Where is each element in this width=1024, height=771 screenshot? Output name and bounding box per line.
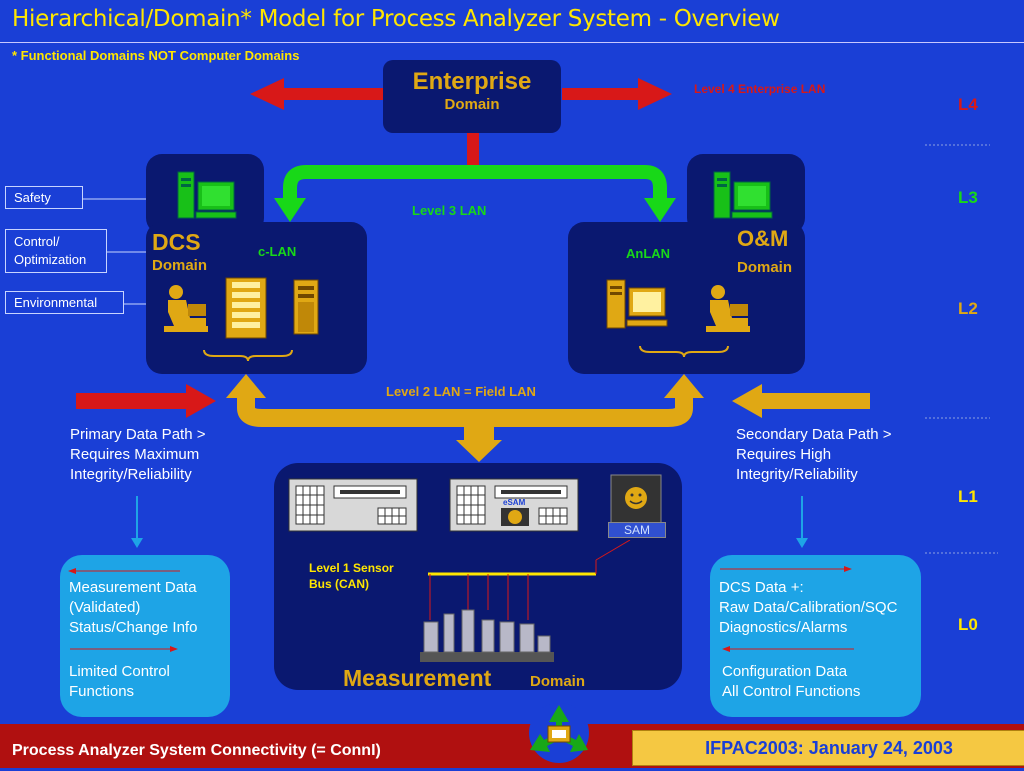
right-info-line4: Configuration Data — [722, 663, 848, 680]
clan-label: c-LAN — [258, 244, 297, 259]
enterprise-red-arrows — [250, 78, 672, 168]
workstation-icon — [174, 170, 238, 227]
level4-lan-label: Level 4 Enterprise LAN — [694, 82, 826, 96]
operator-icon — [160, 282, 210, 339]
primary-path-arrow — [76, 384, 216, 418]
slide-title: Hierarchical/Domain* Model for Process A… — [12, 6, 780, 32]
sensor-bus-line1: Level 1 Sensor — [309, 561, 394, 575]
level-l2: L2 — [958, 299, 978, 318]
left-info-line3: Status/Change Info — [69, 619, 198, 636]
slide-subtitle: * Functional Domains NOT Computer Domain… — [12, 48, 300, 63]
measurement-domain-label: Domain — [530, 673, 586, 690]
sensor-bus-graphic — [420, 540, 631, 662]
level3-green-arrow — [283, 165, 667, 200]
dcs-title: DCS — [152, 229, 201, 255]
recycle-logo-icon — [522, 700, 596, 771]
right-info-line3: Diagnostics/Alarms — [719, 619, 848, 636]
left-info-line5: Functions — [69, 683, 135, 700]
left-info-line1: Measurement Data — [69, 579, 197, 596]
left-info-text: Measurement Data (Validated) Status/Chan… — [69, 578, 197, 702]
om-title: O&M — [737, 226, 789, 251]
enterprise-title: Enterprise — [412, 68, 532, 95]
level-l0: L0 — [958, 615, 978, 634]
measurement-title: Measurement — [343, 665, 492, 691]
om-domain-label: Domain — [737, 259, 793, 276]
level-l3: L3 — [958, 188, 978, 207]
sam-label: SAM — [608, 522, 666, 538]
level-l1: L1 — [958, 487, 978, 506]
level3-lan-label: Level 3 LAN — [412, 203, 487, 218]
primary-path-line2: Requires Maximum — [70, 446, 200, 463]
sensor-bus-line2: Bus (CAN) — [309, 577, 369, 591]
level2-lan-label: Level 2 LAN = Field LAN — [386, 384, 536, 399]
right-info-line2: Raw Data/Calibration/SQC — [719, 599, 898, 616]
footer-left-text: Process Analyzer System Connectivity (= … — [12, 742, 381, 759]
primary-path-line3: Integrity/Reliability — [70, 466, 192, 483]
esam-label: eSAM — [503, 498, 526, 507]
footer-date-text: IFPAC2003: January 24, 2003 — [705, 738, 953, 758]
server-rack-icon — [224, 276, 268, 345]
control-label-line1: Control/ — [14, 234, 60, 249]
left-info-arrows — [68, 568, 180, 652]
secondary-path-arrow — [732, 384, 870, 418]
sensor-bus-label: Level 1 Sensor Bus (CAN) — [309, 560, 394, 592]
analyzer-panel-esam — [449, 478, 579, 537]
primary-path-text: Primary Data Path > Requires Maximum Int… — [70, 425, 205, 485]
enterprise-domain-label: Domain — [444, 96, 500, 113]
environmental-label: Environmental — [5, 291, 124, 314]
primary-path-line1: Primary Data Path > — [70, 426, 206, 443]
om-brace — [639, 345, 729, 358]
right-info-arrows — [720, 566, 854, 652]
right-info-line5: All Control Functions — [722, 683, 861, 700]
om-workstation-icon — [710, 170, 774, 227]
secondary-path-text: Secondary Data Path > Requires High Inte… — [736, 425, 892, 485]
secondary-path-line3: Integrity/Reliability — [736, 466, 858, 483]
tower-server-icon — [292, 278, 320, 341]
secondary-path-line2: Requires High — [736, 446, 832, 463]
analyzer-panel-1 — [288, 478, 418, 537]
right-info-line1: DCS Data +: — [719, 579, 804, 596]
pc-workstation-icon — [603, 278, 669, 337]
left-info-line2: (Validated) — [69, 599, 141, 616]
secondary-path-line1: Secondary Data Path > — [736, 426, 892, 443]
om-operator-icon — [702, 282, 752, 339]
level2-gold-arrow — [237, 396, 693, 427]
left-info-line4: Limited Control — [69, 663, 170, 680]
left-info-box — [60, 555, 230, 717]
anlan-label: AnLAN — [626, 246, 671, 261]
safety-label: Safety — [5, 186, 83, 209]
title-divider — [0, 42, 1024, 43]
enterprise-domain-box[interactable]: Enterprise Domain — [383, 60, 561, 133]
control-label-line2: Optimization — [14, 252, 87, 267]
right-info-text: DCS Data +: Raw Data/Calibration/SQC Dia… — [719, 578, 897, 702]
sam-unit-icon — [610, 474, 662, 529]
right-info-box — [710, 555, 921, 717]
control-optimization-label: Control/ Optimization — [5, 229, 107, 273]
dcs-domain-label: Domain — [152, 257, 208, 274]
footer-date-box: IFPAC2003: January 24, 2003 — [632, 730, 1024, 766]
dcs-brace — [203, 349, 293, 362]
level-l4: L4 — [958, 95, 978, 114]
